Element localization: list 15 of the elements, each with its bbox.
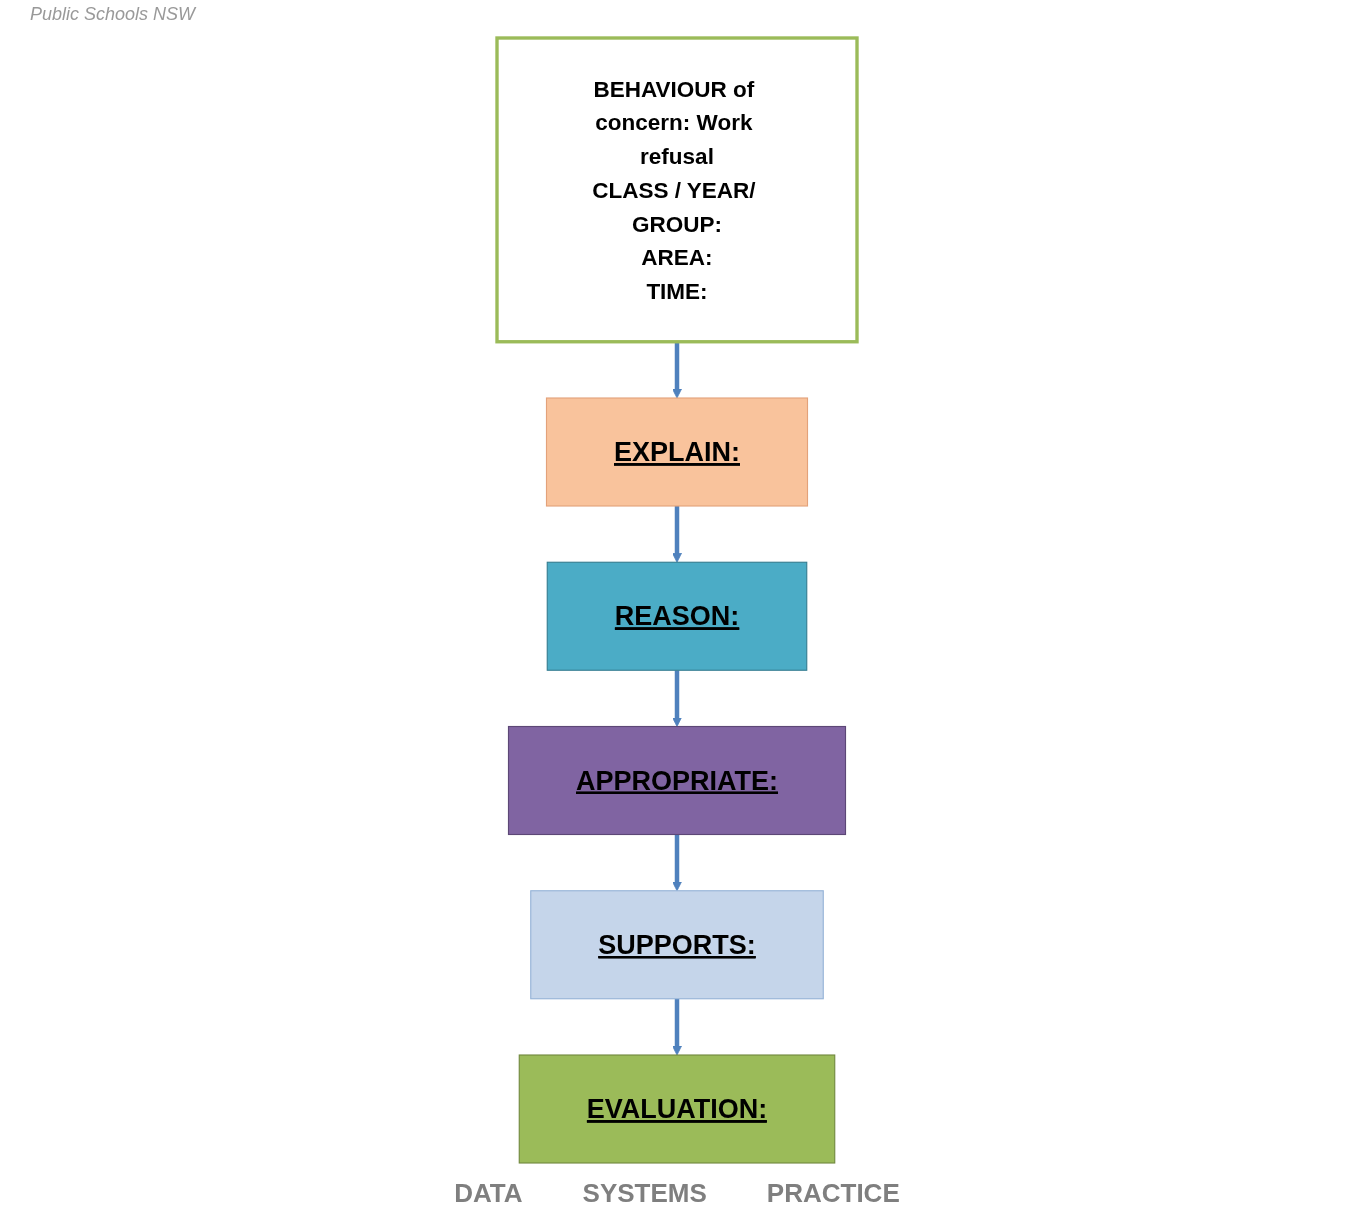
footer-text: SYSTEMS [582, 1178, 707, 1209]
header-text: Public Schools NSW [30, 4, 196, 24]
node-box: EXPLAIN: [545, 397, 809, 507]
node-box: BEHAVIOUR of concern: Work refusal CLASS / YEAR/ GROUP: AREA: TIME: [495, 36, 859, 344]
arrow [672, 834, 682, 892]
arrow [672, 670, 682, 727]
node-box: APPROPRIATE: [507, 725, 847, 836]
node-box: REASON: [546, 561, 808, 671]
footer-text: PRACTICE [766, 1178, 900, 1209]
node-box: SUPPORTS: [530, 890, 824, 1000]
arrow [672, 341, 682, 399]
arrow [672, 998, 682, 1056]
arrow [672, 506, 682, 563]
node-box: EVALUATION: [518, 1054, 836, 1164]
footer-text: DATA [454, 1178, 523, 1209]
